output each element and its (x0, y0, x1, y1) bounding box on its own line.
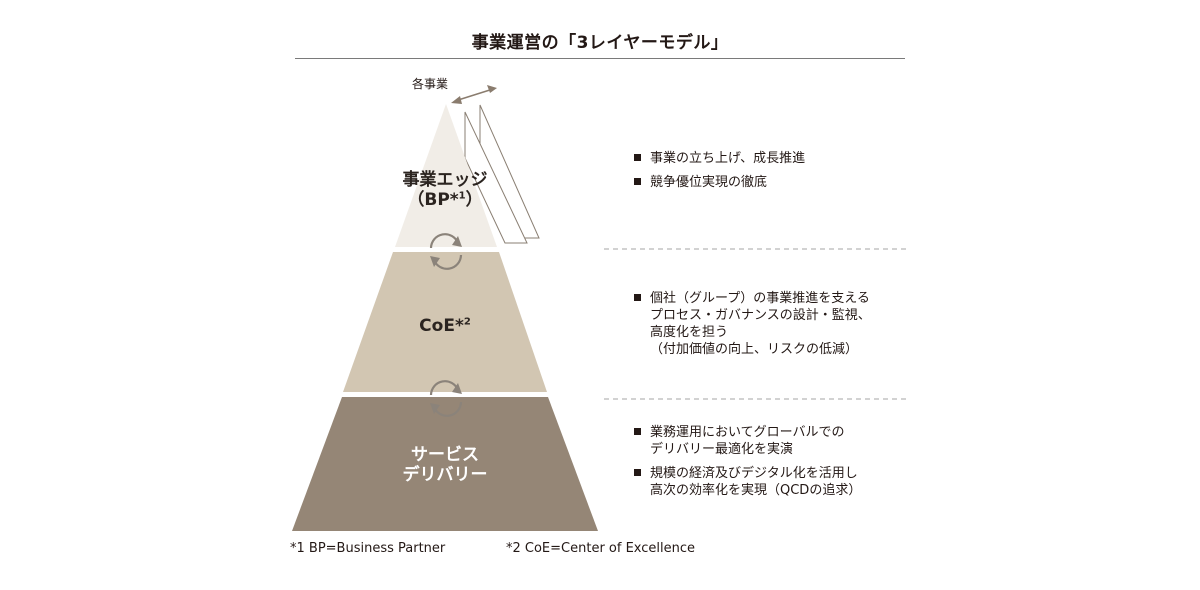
tier-edge-label: 事業エッジ （BP*1） (345, 170, 545, 211)
tier-edge-line1: 事業エッジ (402, 170, 488, 190)
each-business-label: 各事業 (412, 77, 449, 91)
each-business-arrow (451, 85, 497, 104)
bullet-square-icon (634, 178, 641, 185)
list-item: 個社（グループ）の事業推進を支える プロセス・ガバナンスの設計・監視、 高度化を… (634, 290, 871, 358)
tier-coe-label: CoE*2 (419, 316, 471, 336)
bullet-square-icon (634, 428, 641, 435)
list-item: 事業の立ち上げ、成長推進 (634, 150, 805, 167)
list-item: 業務運用においてグローバルでの デリバリー最適化を実演 (634, 424, 861, 458)
tier-service-shape (292, 397, 598, 531)
bullet-square-icon (634, 469, 641, 476)
tier-service-line2: デリバリー (402, 465, 488, 486)
coe-bullet-list: 個社（グループ）の事業推進を支える プロセス・ガバナンスの設計・監視、 高度化を… (634, 290, 871, 365)
bullet-square-icon (634, 294, 641, 301)
tier-coe-shape (343, 252, 547, 392)
list-item: 規模の経済及びデジタル化を活用し 高次の効率化を実現（QCDの追求） (634, 465, 861, 499)
tier-service-label: サービス デリバリー (345, 445, 545, 486)
business-layer-outline-mid (464, 111, 528, 244)
tier-service-line1: サービス (411, 445, 479, 465)
footnote-bp: *1 BP=Business Partner (290, 541, 446, 556)
title-underline (295, 58, 905, 59)
list-item: 競争優位実現の徹底 (634, 174, 805, 191)
tier-edge-line2: （BP*1） (407, 190, 483, 211)
footnote-coe: *2 CoE=Center of Excellence (506, 541, 696, 556)
cycle-icon-bottom (429, 380, 463, 417)
bullet-square-icon (634, 154, 641, 161)
diagram-title: 事業運営の「3レイヤーモデル」 (471, 33, 729, 53)
edge-bullet-list: 事業の立ち上げ、成長推進 競争優位実現の徹底 (634, 150, 805, 198)
cycle-icon-top (429, 233, 463, 270)
tier-edge-shape (395, 104, 497, 247)
service-bullet-list: 業務運用においてグローバルでの デリバリー最適化を実演 規模の経済及びデジタル化… (634, 424, 861, 506)
